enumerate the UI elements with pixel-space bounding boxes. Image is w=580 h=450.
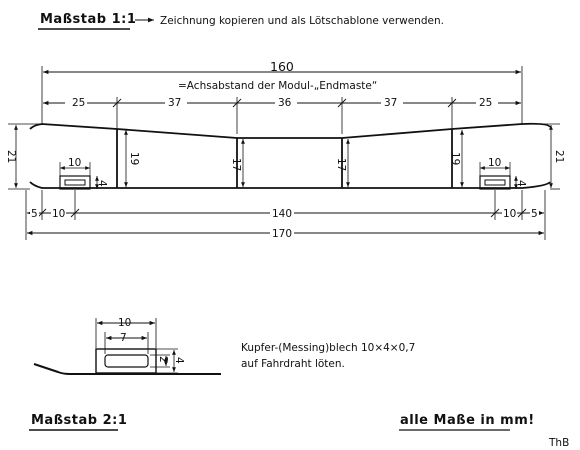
scale-title-1-1: Maßstab 1:1 bbox=[40, 12, 136, 27]
dim-label-19-left: 19 bbox=[128, 152, 140, 165]
contact-wire bbox=[29, 181, 551, 189]
dim-label-plate-4-left: 4 bbox=[96, 180, 108, 187]
dim-label-21-right: 21 bbox=[553, 150, 565, 163]
author-initials: ThB bbox=[548, 437, 569, 449]
tick-4 bbox=[447, 98, 457, 108]
material-note-line-1: Kupfer-(Messing)blech 10×4×0,7 bbox=[241, 342, 415, 354]
solder-plate-left bbox=[59, 175, 91, 190]
dim-label-plate-10-left: 10 bbox=[68, 157, 81, 169]
dim-label-5-right: 5 bbox=[531, 208, 538, 220]
axis-distance-note: =Achsabstand der Modul-„Endmaste“ bbox=[178, 80, 377, 92]
dim-label-140: 140 bbox=[272, 208, 292, 220]
detail-dim-label-7: 7 bbox=[120, 332, 127, 344]
dim-label-5-left: 5 bbox=[31, 208, 38, 220]
dim-label-17-right: 17 bbox=[335, 158, 347, 171]
dim-label-10-right: 10 bbox=[503, 208, 516, 220]
catenary-carrier-wire bbox=[29, 122, 551, 139]
solder-plate-right bbox=[479, 175, 511, 190]
detail-dim-label-4: 4 bbox=[173, 357, 185, 364]
detail-dim-label-10: 10 bbox=[118, 317, 131, 329]
solder-plate-right-slot bbox=[484, 179, 506, 186]
tick-2 bbox=[232, 98, 242, 108]
tick-1 bbox=[112, 98, 122, 108]
dim-label-160: 160 bbox=[270, 59, 294, 74]
dim-label-10-left: 10 bbox=[52, 208, 65, 220]
solder-plate-left-slot bbox=[64, 179, 86, 186]
dim-label-25-right: 25 bbox=[479, 97, 492, 109]
material-note-line-2: auf Fahrdraht löten. bbox=[241, 358, 345, 370]
dim-label-19-right: 19 bbox=[449, 152, 461, 165]
dim-label-plate-4-right: 4 bbox=[515, 180, 527, 187]
dim-label-17-left: 17 bbox=[230, 158, 242, 171]
dim-label-25-left: 25 bbox=[72, 97, 85, 109]
dim-label-37-left: 37 bbox=[168, 97, 181, 109]
dim-label-21-left: 21 bbox=[5, 150, 17, 163]
tick-3 bbox=[337, 98, 347, 108]
units-note: alle Maße in mm! bbox=[400, 413, 535, 428]
dim-label-36: 36 bbox=[278, 97, 292, 109]
dim-label-170: 170 bbox=[272, 228, 292, 240]
dim-label-37-right: 37 bbox=[384, 97, 397, 109]
dim-label-plate-10-right: 10 bbox=[488, 157, 501, 169]
detail-dim-label-2: 2 bbox=[157, 356, 169, 363]
detail-solder-plate-slot bbox=[104, 354, 149, 368]
scale-title-2-1: Maßstab 2:1 bbox=[31, 413, 127, 428]
instruction-text: Zeichnung kopieren und als Lötschablone … bbox=[160, 15, 444, 27]
detail-contact-wire bbox=[33, 363, 221, 375]
